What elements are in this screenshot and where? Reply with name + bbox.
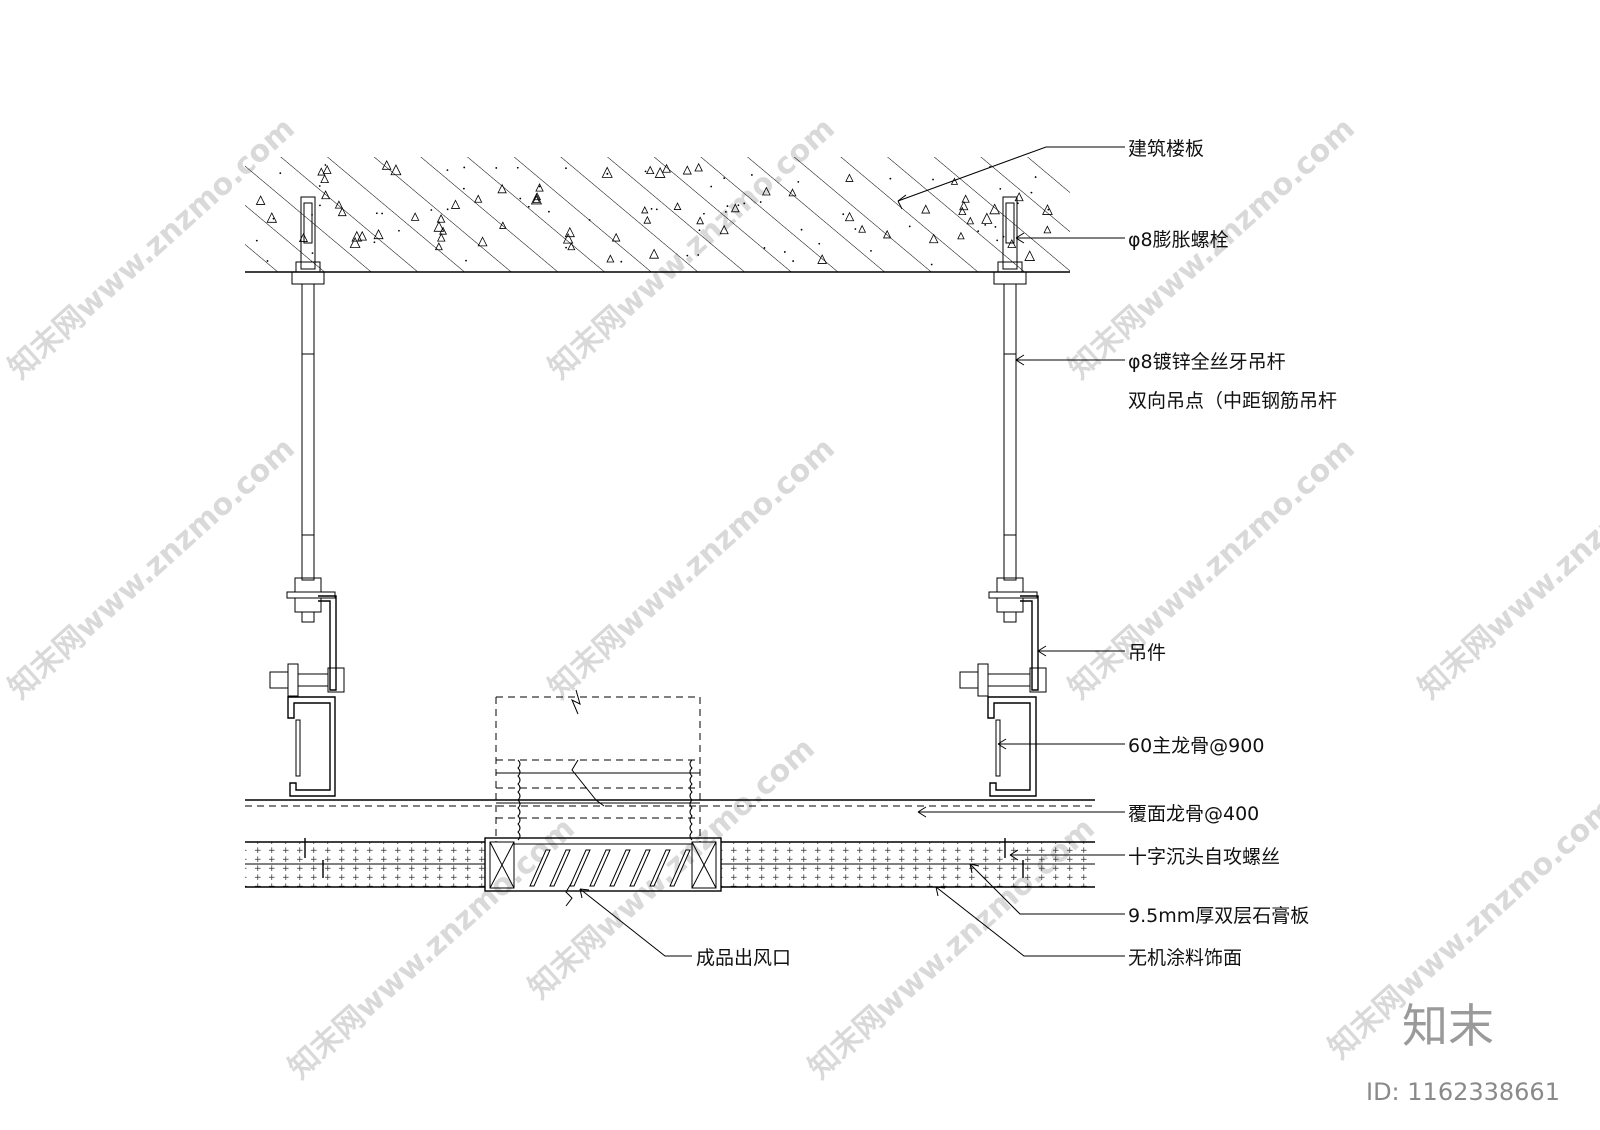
cover-keel [245, 799, 1095, 807]
label-hanger: 吊件 [1128, 642, 1166, 664]
asset-id: ID: 1162338661 [1366, 1078, 1560, 1106]
label-cover-keel: 覆面龙骨@400 [1128, 803, 1259, 825]
concrete-slab [245, 157, 1070, 273]
annotation-labels: 建筑楼板 φ8膨胀螺栓 φ8镀锌全丝牙吊杆 双向吊点（中距钢筋吊杆 吊件 60主… [696, 138, 1337, 969]
air-duct [495, 689, 701, 842]
hanger-assembly-right [959, 196, 1047, 797]
label-gypsum: 9.5mm厚双层石膏板 [1128, 904, 1309, 927]
label-rod-line1: φ8镀锌全丝牙吊杆 [1128, 351, 1286, 373]
label-paint: 无机涂料饰面 [1128, 947, 1242, 969]
watermark-text: 知末网www.znzmo.com [542, 431, 842, 706]
label-expansion-bolt: φ8膨胀螺栓 [1128, 229, 1229, 251]
watermark-text: 知末网www.znzmo.com [1062, 431, 1362, 706]
label-main-keel: 60主龙骨@900 [1128, 735, 1264, 757]
label-rod-line2: 双向吊点（中距钢筋吊杆 [1128, 390, 1337, 412]
label-screw: 十字沉头自攻螺丝 [1128, 846, 1280, 868]
gypsum-boards [245, 838, 1095, 888]
air-outlet [484, 837, 722, 907]
brand-logo: 知末 [1402, 999, 1494, 1053]
label-outlet: 成品出风口 [696, 947, 791, 969]
watermark-text: 知末网www.znzmo.com [2, 431, 302, 706]
hanger-assembly-left [269, 196, 345, 797]
label-floor-slab: 建筑楼板 [1128, 138, 1204, 160]
watermark-text: 知末网www.znzmo.com [1412, 431, 1600, 706]
leader-lines [579, 146, 1125, 957]
